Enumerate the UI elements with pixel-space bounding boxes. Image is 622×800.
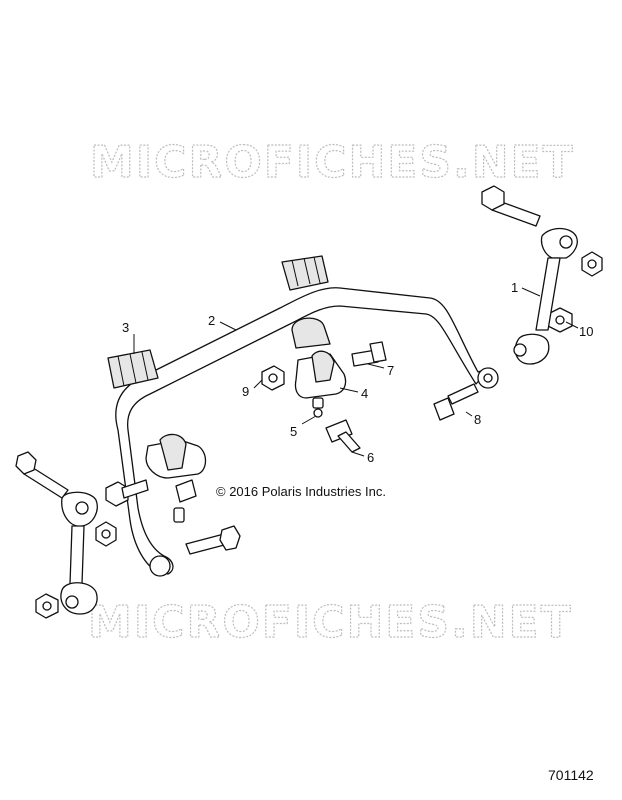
link-right-nut [581,251,603,277]
stabilizer-bar [115,287,499,577]
callout-6: 6 [367,450,374,465]
bracket-left [145,433,207,523]
link-left-nut-upper [95,521,117,547]
link-left-bolt [15,451,69,499]
bushing-upper [281,255,329,291]
callout-10: 10 [579,324,593,339]
figure-number: 701142 [548,767,594,783]
grease-fitting-part-5 [312,397,324,418]
bracket-part-4 [294,350,347,399]
bolt-part-6 [325,419,361,453]
callout-2: 2 [208,313,215,328]
watermark-top: MICROFICHES.NET [90,137,575,188]
bolt-left-lower [185,525,241,555]
callout-9: 9 [242,384,249,399]
bushing-part-3 [107,349,159,389]
link-left-nut-lower [35,593,59,619]
callout-7: 7 [387,363,394,378]
callout-leaders [133,287,579,457]
nut-left-bar [105,479,149,507]
link-left [60,491,98,615]
nut-part-9 [261,365,285,391]
link-right-bolt [481,185,541,227]
bushing-bracket [291,317,331,349]
callout-5: 5 [290,424,297,439]
callout-1: 1 [511,280,518,295]
copyright-notice: © 2016 Polaris Industries Inc. [216,484,386,499]
bolt-part-8 [433,383,479,421]
bolt-part-7 [351,341,387,367]
callout-3: 3 [122,320,129,335]
watermark-bottom: MICROFICHES.NET [88,597,573,648]
callout-4: 4 [361,386,368,401]
callout-8: 8 [474,412,481,427]
link-right-part-1 [513,227,578,365]
